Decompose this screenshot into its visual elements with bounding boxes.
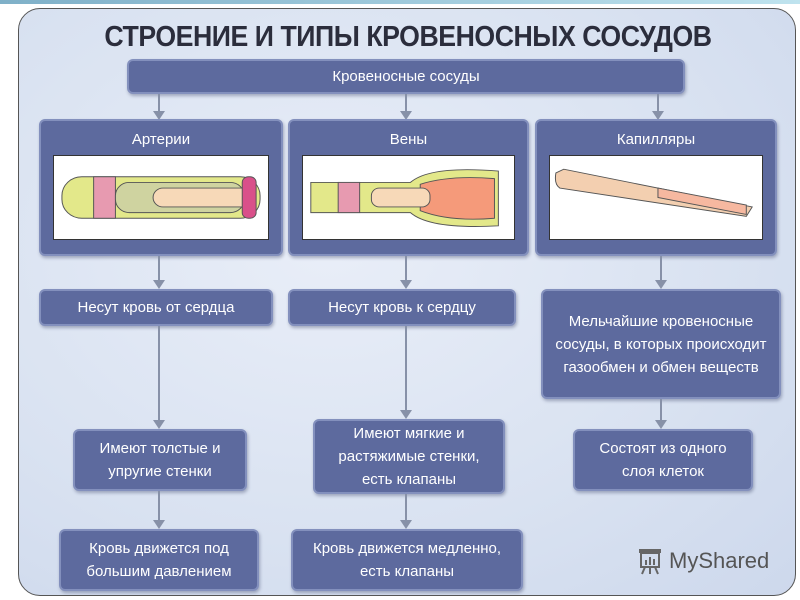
arrow xyxy=(400,256,412,289)
root-box: Кровеносные сосуды xyxy=(127,59,685,94)
type-name: Артерии xyxy=(131,131,191,148)
arteries-structure: Имеют толстые и упругие стенки xyxy=(73,429,247,491)
arteries-function: Несут кровь от сердца xyxy=(39,289,273,326)
arrow xyxy=(153,491,165,529)
arrow xyxy=(400,494,412,529)
type-name: Вены xyxy=(389,131,428,148)
vein-illustration xyxy=(302,155,515,240)
myshared-logo: MyShared xyxy=(637,547,769,575)
arrow xyxy=(153,326,165,429)
arrow xyxy=(655,399,667,429)
capillary-illustration xyxy=(549,155,763,240)
type-name: Капилляры xyxy=(616,131,696,148)
logo-text: MyShared xyxy=(669,548,770,573)
top-strip xyxy=(0,0,800,4)
capillaries-structure: Состоят из одного слоя клеток xyxy=(573,429,753,491)
arrow xyxy=(652,94,664,120)
arrow xyxy=(400,326,412,419)
veins-pressure: Кровь движется медленно, есть клапаны xyxy=(291,529,523,591)
veins-function: Несут кровь к сердцу xyxy=(288,289,516,326)
type-capillaries: Капилляры xyxy=(535,119,777,256)
veins-structure: Имеют мягкие и растяжимые стенки, есть к… xyxy=(313,419,505,494)
type-arteries: Артерии xyxy=(39,119,283,256)
arrow xyxy=(153,256,165,289)
slide: СТРОЕНИЕ И ТИПЫ КРОВЕНОСНЫХ СОСУДОВ Кров… xyxy=(18,8,796,596)
presentation-icon xyxy=(639,549,661,575)
arrow xyxy=(655,256,667,289)
slide-title: СТРОЕНИЕ И ТИПЫ КРОВЕНОСНЫХ СОСУДОВ xyxy=(104,21,712,53)
artery-illustration xyxy=(53,155,269,240)
capillaries-function: Мельчайшие кровеносные сосуды, в которых… xyxy=(541,289,781,399)
type-veins: Вены xyxy=(288,119,529,256)
arteries-pressure: Кровь движется под большим давлением xyxy=(59,529,259,591)
arrow xyxy=(400,94,412,120)
arrow xyxy=(153,94,165,120)
